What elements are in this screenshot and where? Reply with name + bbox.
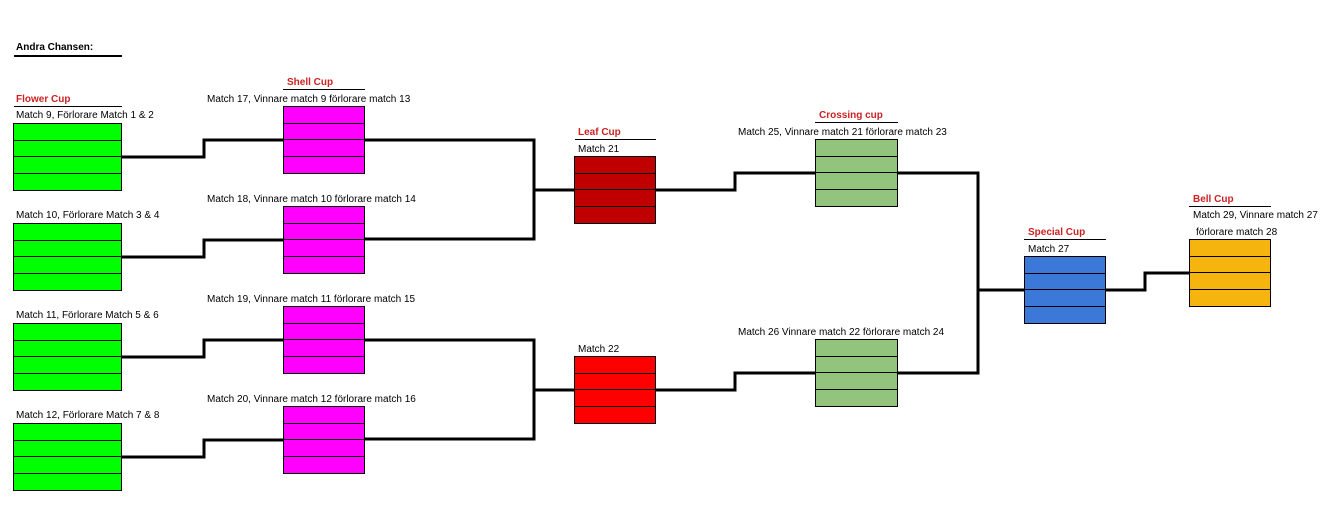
crossing-cup-label: Crossing cup xyxy=(819,110,883,121)
shell-cup-underline xyxy=(283,89,365,90)
shell-cup-label: Shell Cup xyxy=(287,77,334,88)
match-10-box xyxy=(13,223,122,291)
match-21-box xyxy=(574,156,656,224)
special-cup-label: Special Cup xyxy=(1028,227,1086,238)
flower-cup-label: Flower Cup xyxy=(16,94,71,105)
match-17-box xyxy=(283,106,365,174)
match-20-box xyxy=(283,406,365,474)
match-18-label: Match 18, Vinnare match 10 förlorare mat… xyxy=(207,194,416,205)
match-22-box xyxy=(574,356,656,424)
match-18-box xyxy=(283,206,365,274)
title-underline xyxy=(14,55,122,57)
match-26-box xyxy=(815,339,898,407)
match-12-box xyxy=(13,423,122,491)
page-title: Andra Chansen: xyxy=(16,42,94,53)
connector-m25-m26-join xyxy=(897,171,980,375)
match-9-box xyxy=(13,123,122,191)
match-25-label: Match 25, Vinnare match 21 förlorare mat… xyxy=(738,127,947,138)
connector-m9-m17 xyxy=(121,138,284,159)
match-9-label: Match 9, Förlorare Match 1 & 2 xyxy=(16,110,154,121)
connector-m11-m19 xyxy=(121,338,284,359)
match-29-label: Match 29, Vinnare match 27 xyxy=(1193,210,1318,221)
match-21-label: Match 21 xyxy=(578,144,620,155)
match-26-label: Match 26 Vinnare match 22 förlorare matc… xyxy=(738,327,945,338)
match-11-label: Match 11, Förlorare Match 5 & 6 xyxy=(16,310,159,321)
match-19-box xyxy=(283,306,365,374)
connector-m17-m21 xyxy=(364,138,536,241)
match-11-box xyxy=(13,323,122,391)
flower-cup-underline xyxy=(14,106,122,107)
leaf-cup-label: Leaf Cup xyxy=(578,127,621,138)
match-29-label-line2: förlorare match 28 xyxy=(1196,227,1278,238)
match-20-label: Match 20, Vinnare match 12 förlorare mat… xyxy=(207,394,416,405)
match-22-label: Match 22 xyxy=(578,344,620,355)
match-27-label: Match 27 xyxy=(1028,244,1070,255)
bell-cup-label: Bell Cup xyxy=(1193,194,1234,205)
crossing-cup-underline xyxy=(815,122,898,123)
connector-m21-m25 xyxy=(655,171,816,192)
match-19-label: Match 19, Vinnare match 11 förlorare mat… xyxy=(207,294,416,305)
match-29-box xyxy=(1189,239,1271,307)
match-12-label: Match 12, Förlorare Match 7 & 8 xyxy=(16,410,160,421)
connector-m19-m22 xyxy=(364,338,536,441)
match-17-label: Match 17, Vinnare match 9 förlorare matc… xyxy=(207,94,411,105)
match-27-box xyxy=(1024,256,1106,324)
special-cup-underline xyxy=(1024,239,1106,240)
connector-m22-m26 xyxy=(655,371,816,392)
match-25-box xyxy=(815,139,898,207)
match-10-label: Match 10, Förlorare Match 3 & 4 xyxy=(16,210,160,221)
connector-m12-m20 xyxy=(121,438,284,459)
connector-m10-m18 xyxy=(121,238,284,259)
connector-m27-m29 xyxy=(1105,271,1190,292)
leaf-cup-underline xyxy=(575,139,656,140)
bell-cup-underline xyxy=(1189,206,1271,207)
